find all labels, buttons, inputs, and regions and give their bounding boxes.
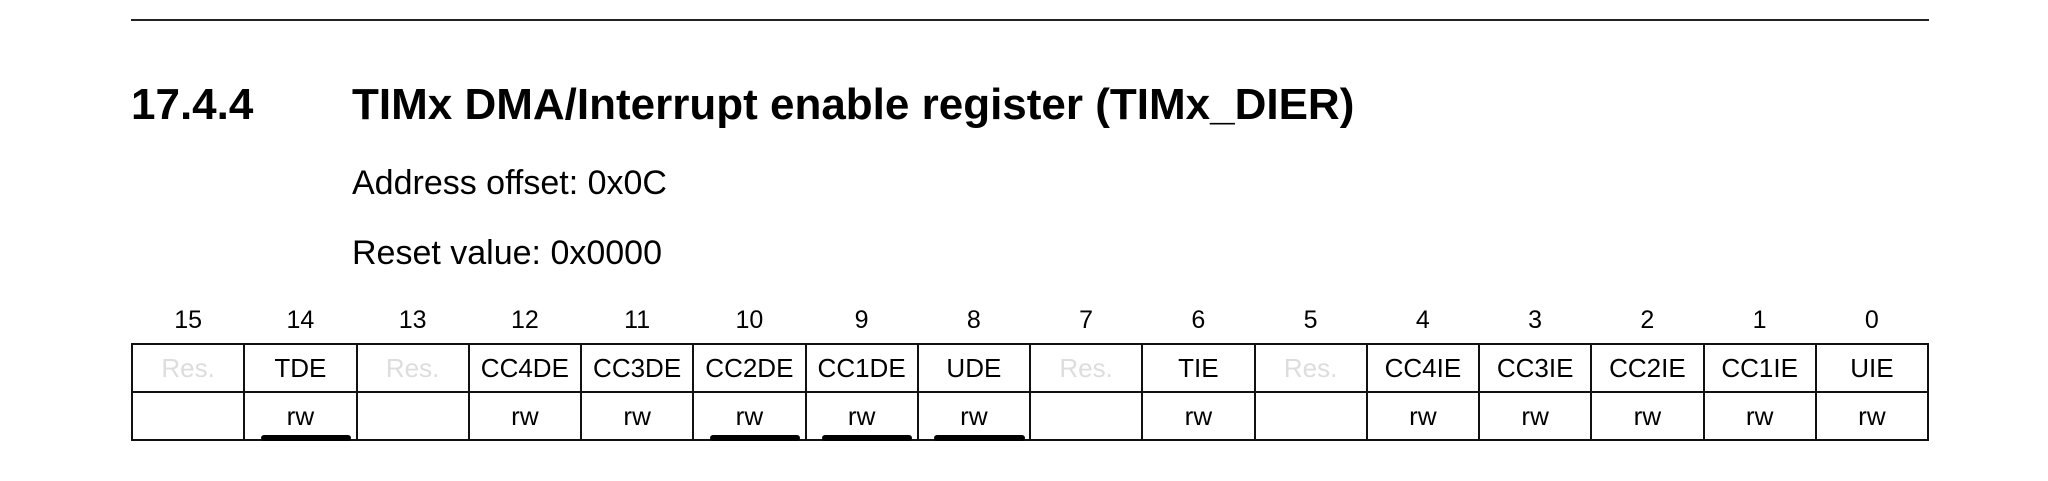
bit-number: 4 [1415, 306, 1430, 334]
bit-number: 8 [966, 306, 981, 334]
bit-number: 1 [1752, 306, 1767, 334]
field-access [1028, 391, 1144, 441]
access-label: rw [1633, 400, 1662, 431]
access-label: rw [1409, 400, 1437, 431]
field-name: UDE [916, 343, 1032, 393]
bit-number: 7 [1079, 306, 1094, 334]
access-label: rw [735, 400, 764, 431]
section-title: TIMx DMA/Interrupt enable register (TIMx… [352, 80, 1355, 129]
field-name: CC3IE [1477, 343, 1593, 393]
handwritten-underline [821, 435, 913, 441]
field-access: rw [1814, 391, 1930, 441]
access-label: rw [286, 400, 315, 431]
field-name: TDE [243, 343, 358, 393]
field-name: CC2DE [692, 343, 807, 393]
handwritten-underline [934, 435, 1025, 441]
field-name: CC4IE [1365, 343, 1481, 393]
access-label: rw [1745, 400, 1774, 431]
bit-number: 3 [1528, 306, 1543, 334]
bit-number: 10 [735, 306, 764, 334]
field-name: CC2IE [1590, 343, 1705, 393]
field-access [130, 391, 246, 441]
field-access: rw [467, 391, 583, 441]
bit-number: 2 [1640, 306, 1655, 334]
top-divider [131, 19, 1929, 21]
field-access: rw [916, 391, 1032, 441]
field-access: rw [579, 391, 695, 441]
access-label: rw [1184, 400, 1213, 431]
field-access: rw [1477, 391, 1593, 441]
access-label: rw [847, 400, 876, 431]
bit-number: 14 [286, 306, 315, 334]
bit-number: 0 [1864, 306, 1879, 334]
bit-number: 13 [398, 306, 427, 334]
field-access: rw [692, 391, 807, 441]
access-label: rw [623, 400, 651, 431]
access-label: rw [1858, 400, 1886, 431]
access-label: rw [960, 400, 988, 431]
field-name: CC3DE [579, 343, 695, 393]
section-number: 17.4.4 [131, 80, 254, 129]
field-access [1253, 391, 1368, 441]
field-access: rw [1702, 391, 1817, 441]
handwritten-underline [260, 435, 352, 441]
access-row: rw rw rw rw rw rw rw rw rw rw rw rw [130, 391, 1930, 441]
field-name: Res. [1028, 343, 1144, 393]
field-name: UIE [1814, 343, 1930, 393]
field-access: rw [1141, 391, 1256, 441]
field-name: CC4DE [467, 343, 583, 393]
bit-number: 12 [510, 306, 539, 334]
access-label: rw [1521, 400, 1549, 431]
field-name: TIE [1141, 343, 1256, 393]
field-access: rw [1365, 391, 1481, 441]
handwritten-underline [709, 435, 801, 441]
access-label: rw [511, 400, 539, 431]
reset-value: Reset value: 0x0000 [352, 234, 662, 272]
field-name: Res. [1253, 343, 1368, 393]
field-access [355, 391, 470, 441]
field-name: Res. [130, 343, 246, 393]
bit-number: 9 [854, 306, 869, 334]
field-name: Res. [355, 343, 470, 393]
field-access: rw [804, 391, 919, 441]
bit-number: 5 [1303, 306, 1318, 334]
address-offset: Address offset: 0x0C [352, 164, 667, 202]
field-name: CC1DE [804, 343, 919, 393]
field-name: CC1IE [1702, 343, 1817, 393]
field-access: rw [1590, 391, 1705, 441]
bit-number: 6 [1191, 306, 1206, 334]
field-access: rw [243, 391, 358, 441]
bit-number: 15 [174, 306, 203, 334]
bit-number: 11 [624, 306, 651, 334]
